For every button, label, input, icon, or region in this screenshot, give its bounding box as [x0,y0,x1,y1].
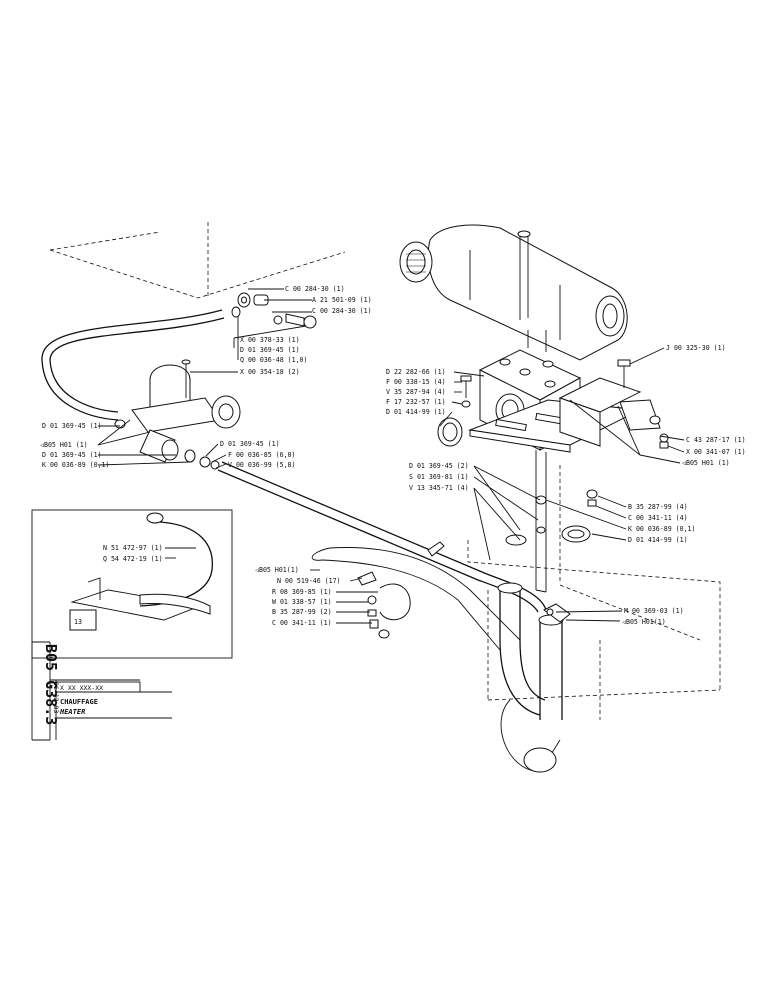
frame-dashed-lines [49,222,721,720]
label-K-00-036-89-b: K 00 036-89 (0,1) [628,525,696,533]
label-C-43-287-17: C 43 287-17 (1) [686,436,746,444]
label-F-17-232-57: F 17 232-57 (1) [386,398,446,406]
drawing-code: B05 G38.3 [42,644,60,725]
label-N-00-519-46: N 00 519-46 (17) [277,577,341,585]
label-D-01-369-45-c: D 01 369-45 (1) [42,451,102,459]
inset-tag: 13 [74,618,82,626]
label-Q-00-036-48: Q 00 036-48 (1,0) [240,356,308,364]
label-B-35-287-99-a: B 35 287-99 (2) [272,608,332,616]
label-D-01-414-99-a: D 01 414-99 (1) [386,408,446,416]
label-V-13-345-71: V 13 345-71 (4) [409,484,469,492]
label-D-01-369-45-a: D 01 369-45 (1) [240,346,300,354]
label-C-00-284-30-a: C 00 284-30 (1) [285,285,345,293]
title-block: B05 G38.3 06-12-83 X XX XXX-XX CHAUFFAGE… [31,641,172,741]
label-F-00-338-15: F 00 338-15 (4) [386,378,446,386]
label-D-01-369-45-b: D 01 369-45 (1) [42,422,102,430]
label-A-21-501-09: A 21 501-09 (1) [312,296,372,304]
label-B05-H01-a: ◁B05 H01 (1) [40,441,88,449]
labels-lower: D 01 369-45 (2) S 01 369-81 (1) V 13 345… [409,462,696,626]
drawing-date: 06-12-83 [52,682,60,713]
label-D-01-369-45-e: D 01 369-45 (2) [409,462,469,470]
label-F-00-036-85: F 00 036-85 (6,0) [228,451,296,459]
label-D-22-282-66: D 22 282-66 (1) [386,368,446,376]
label-W-01-338-57: W 01 338-57 (1) [272,598,332,606]
inset-label-0: N 51 472-97 (1) [103,544,163,552]
label-J-00-325-30: J 00 325-30 (1) [666,344,726,352]
labels-left-group: C 00 284-30 (1) A 21 501-09 (1) C 00 284… [40,285,372,469]
labels-mid-group: ◁B05 H01(1) N 00 519-46 (17) R 08 369-85… [255,566,341,627]
label-X-00-354-18: X 00 354-18 (2) [240,368,300,376]
label-K-00-036-89-a: K 00 036-89 (0,1) [42,461,110,469]
label-B05-H01-d: ◁B05 H01(1) [622,618,666,626]
inset-panel: 13 N 51 472-97 (1) Q 54 472-19 (1) [31,509,233,659]
label-C-00-341-11-b: C 00 341-11 (4) [628,514,688,522]
inset-label-1: Q 54 472-19 (1) [103,555,163,563]
label-C-00-341-11-a: C 00 341-11 (1) [272,619,332,627]
lower-pipes [311,541,564,773]
label-C-00-284-30-b: C 00 284-30 (1) [312,307,372,315]
label-X-00-341-07: X 00 341-07 (1) [686,448,746,456]
leader-lines [97,288,685,624]
label-V-35-287-94: V 35 287-94 (4) [386,388,446,396]
title-french: CHAUFFAGE [60,698,98,706]
label-D-01-414-99-b: D 01 414-99 (1) [628,536,688,544]
label-B-35-287-99-b: B 35 287-99 (4) [628,503,688,511]
label-R-08-369-85: R 08 369-85 (1) [272,588,332,596]
label-M-00-369-03: M 00 369-03 (1) [624,607,684,615]
label-V-00-036-99: V 00 036-99 (5,8) [228,461,296,469]
label-B05-H01-c: ◁B05 H01 (1) [682,459,730,467]
label-X-00-378-33: X 00 378-33 (1) [240,336,300,344]
title-english: HEATER [59,708,85,716]
label-D-01-369-45-d: D 01 369-45 (1) [220,440,280,448]
label-B05-H01-b: ◁B05 H01(1) [255,566,299,574]
label-S-01-369-81: S 01 369-81 (1) [409,473,469,481]
labels-heater: D 22 282-66 (1) F 00 338-15 (4) V 35 287… [386,344,746,467]
heater-unit [399,224,669,623]
serial-number: X XX XXX-XX [60,684,103,692]
